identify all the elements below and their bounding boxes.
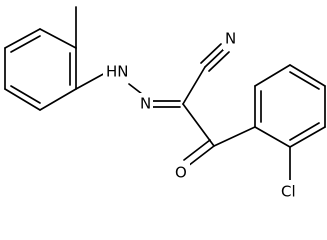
chlorophenyl-ring — [254, 64, 326, 148]
nh-n-bond — [128, 83, 143, 95]
c-cn-bond — [182, 66, 206, 105]
hn-atom-label: HN — [106, 63, 129, 81]
carbonyl-double-bond — [183, 139, 215, 167]
chemical-structure-diagram: HN N N O Cl — [4, 6, 326, 201]
tolyl-ring — [4, 28, 77, 111]
n-nitrile-atom-label: N — [225, 30, 236, 48]
o-carbonyl-atom-label: O — [175, 164, 187, 182]
n-hydrazone-atom-label: N — [140, 95, 151, 113]
imine-double-bond — [152, 100, 181, 108]
c-carbonyl-bond — [182, 103, 215, 147]
carbonyl-ring-bond — [213, 126, 256, 147]
nitrile-triple-bond — [200, 43, 230, 72]
cl-atom-label: Cl — [281, 183, 296, 201]
ring-nh-bond — [75, 71, 108, 90]
